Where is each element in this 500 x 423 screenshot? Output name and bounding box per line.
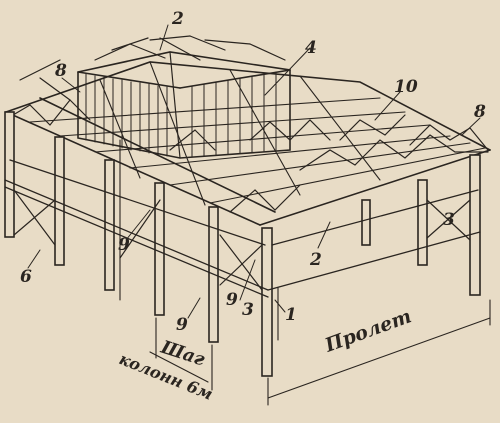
callout-6: 6 [20, 267, 32, 287]
callout-7: 8 [473, 102, 486, 122]
columns-right-row [361, 154, 481, 296]
roof-trusses [7, 59, 489, 213]
callout-4: 4 [305, 38, 317, 58]
vertical-bracing [13, 189, 471, 291]
step-dimension-line [149, 351, 209, 383]
callout-10: 10 [394, 77, 418, 97]
roof-right-eave [259, 149, 491, 226]
skylight-glazing [85, 71, 277, 158]
skylight-lantern [77, 35, 291, 159]
callout-labels: 2 4 10 8 8 6 2 3 9 9 9 3 1 [20, 9, 486, 335]
callout-2: 2 [309, 250, 322, 270]
callout-1: 1 [285, 305, 297, 325]
callout-8-top: 8 [54, 61, 67, 81]
callout-9-low: 9 [176, 315, 188, 335]
callout-3-right: 3 [443, 210, 455, 230]
roof-left-eave [5, 111, 261, 226]
callout-3-low: 3 [242, 300, 254, 320]
callout-9-mid: 9 [118, 235, 130, 255]
span-dimension-line [267, 317, 491, 399]
structure [4, 24, 491, 406]
dimension-lines [119, 139, 491, 406]
callout-5: 2 [171, 9, 184, 29]
callout-8-low: 9 [226, 290, 238, 310]
callout-leaders [27, 24, 481, 319]
